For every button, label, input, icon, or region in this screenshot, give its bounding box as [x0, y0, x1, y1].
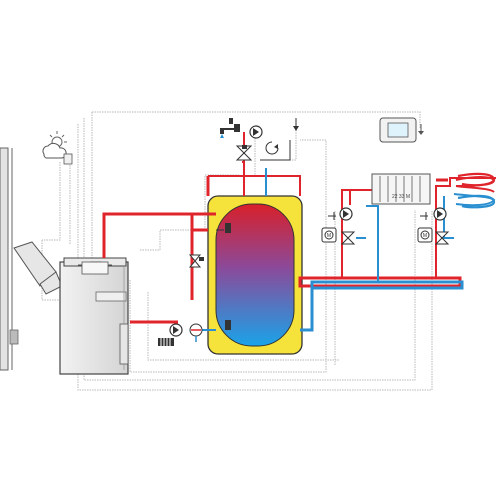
- mixer-right-code: M: [423, 233, 427, 239]
- boiler-valve-icon: [189, 323, 203, 342]
- buffer-tank-icon: [207, 195, 303, 355]
- water-tap-icon: [220, 118, 240, 138]
- radiator-icon: 22 33 M: [371, 173, 431, 205]
- mixer-left-code: M: [327, 233, 331, 239]
- dhw-pump-icon: [249, 125, 263, 139]
- boiler-radiator-icon: [158, 338, 174, 346]
- control-panel-icon: [379, 117, 424, 143]
- chimney: [0, 147, 19, 371]
- dhw-valve-icon: [235, 145, 253, 161]
- boiler-pump-icon: [169, 323, 183, 337]
- mixing-circuit-2: M: [417, 207, 450, 245]
- thermostatic-valve-icon: [188, 254, 204, 268]
- dhw-sensor-icon: [293, 118, 299, 131]
- mixing-circuit-1: M: [321, 207, 356, 245]
- underfloor-heating-icon: [457, 172, 496, 209]
- radiator-code: 22 33 M: [392, 194, 410, 200]
- sun-cloud-icon: [42, 131, 73, 165]
- flue-pipe: [13, 241, 63, 295]
- dhw-recirculation-icon: [260, 140, 291, 161]
- boiler-icon: [59, 257, 129, 375]
